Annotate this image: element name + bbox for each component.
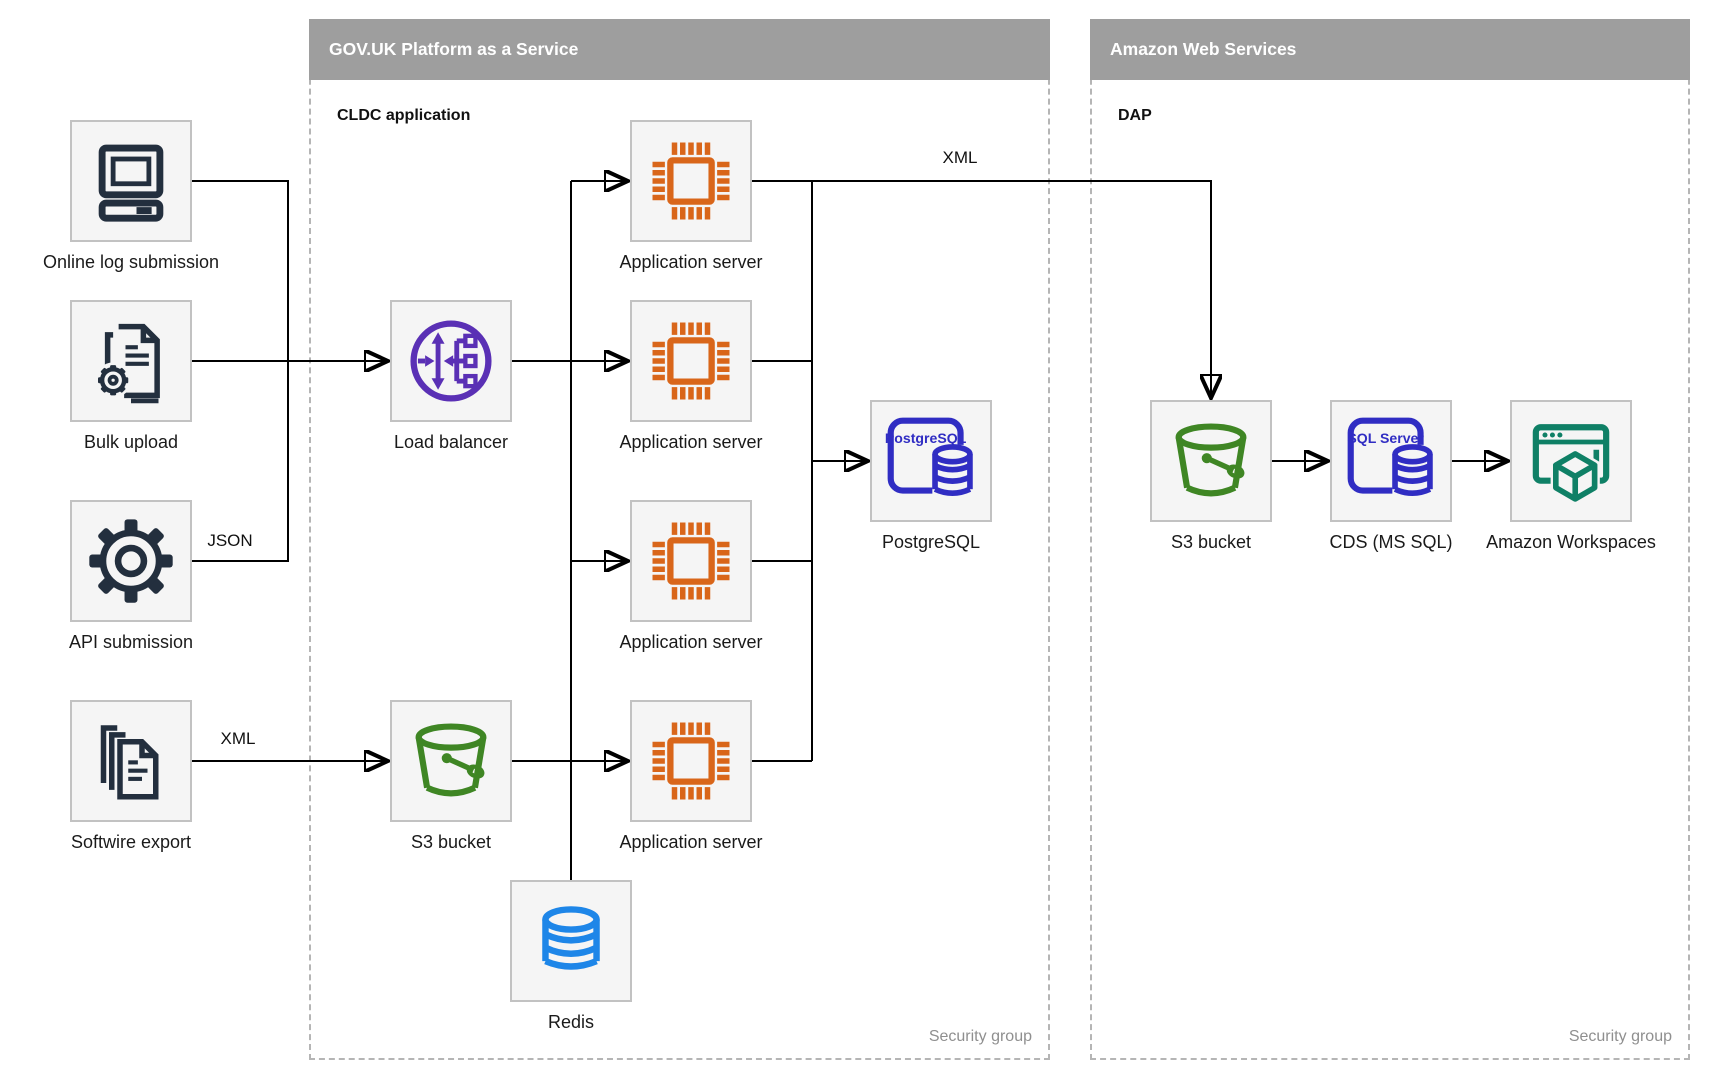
chip-icon <box>652 522 730 600</box>
node-label: Online log submission <box>42 252 220 272</box>
node-label: API submission <box>68 632 194 652</box>
edge-label-json: JSON <box>207 531 253 550</box>
postgresql-icon: PostgreSQL <box>885 417 976 502</box>
node-load-balancer: Load balancer <box>390 300 512 452</box>
govuk-security-group-label: Security group <box>928 1028 1032 1045</box>
node-application-server-4: Application server <box>619 700 763 852</box>
node-label: S3 bucket <box>410 832 492 852</box>
node-label: PostgreSQL <box>881 532 981 552</box>
softwire-export-box <box>70 700 192 822</box>
govuk-header-bar: GOV.UK Platform as a Service <box>309 19 1050 80</box>
redis-box <box>510 880 632 1002</box>
s3-paas-box <box>390 700 512 822</box>
node-bulk-upload: Bulk upload <box>70 300 192 452</box>
bucket-icon <box>415 723 487 797</box>
app-server-box <box>630 300 752 422</box>
node-s3-bucket-aws: S3 bucket <box>1150 400 1272 552</box>
aws-header-bar: Amazon Web Services <box>1090 19 1690 80</box>
chip-icon <box>652 322 730 400</box>
node-label: Application server <box>619 252 763 272</box>
cldc-application-label: CLDC application <box>337 107 471 124</box>
document-gear-icon <box>95 323 160 404</box>
edge-label-xml-aws: XML <box>942 148 978 167</box>
node-postgresql: PostgreSQL PostgreSQL <box>870 400 992 552</box>
sql-server-icon-text: SQL Server <box>1347 430 1424 446</box>
node-application-server-3: Application server <box>619 500 763 652</box>
gear-icon <box>89 519 173 603</box>
govuk-title: GOV.UK Platform as a Service <box>329 39 579 59</box>
node-softwire-export: Softwire export <box>70 700 192 852</box>
app-server-box <box>630 500 752 622</box>
aws-security-group-label: Security group <box>1568 1028 1672 1045</box>
sql-server-icon: SQL Server <box>1347 417 1436 502</box>
node-redis: Redis <box>510 880 632 1032</box>
monitor-icon <box>98 144 164 222</box>
workspaces-box <box>1510 400 1632 522</box>
load-balancer-box <box>390 300 512 422</box>
node-application-server-2: Application server <box>619 300 763 452</box>
node-label: Bulk upload <box>83 432 179 452</box>
app-server-box <box>630 120 752 242</box>
load-balancer-icon <box>410 320 492 402</box>
bucket-icon <box>1175 423 1247 497</box>
node-api-submission: API submission <box>69 500 193 652</box>
node-label: S3 bucket <box>1170 532 1252 552</box>
node-label: Application server <box>619 432 763 452</box>
workspaces-icon <box>1532 424 1610 506</box>
edge-label-xml-softwire: XML <box>220 729 256 748</box>
node-label: Load balancer <box>393 432 509 452</box>
cds-box: SQL Server <box>1330 400 1452 522</box>
node-label: CDS (MS SQL) <box>1329 532 1453 552</box>
container-govuk-paas: GOV.UK Platform as a Service CLDC applic… <box>309 19 1050 1060</box>
documents-icon <box>100 725 159 800</box>
node-cds-ms-sql: SQL Server CDS (MS SQL) <box>1329 400 1453 552</box>
edge-sources-junction <box>192 180 289 562</box>
chip-icon <box>652 142 730 220</box>
node-label: Application server <box>619 832 763 852</box>
postgresql-icon-text: PostgreSQL <box>885 430 967 446</box>
online-log-box <box>70 120 192 242</box>
aws-title: Amazon Web Services <box>1110 39 1297 59</box>
chip-icon <box>652 722 730 800</box>
s3-aws-box <box>1150 400 1272 522</box>
redis-database-icon <box>542 906 600 970</box>
node-online-log-submission: Online log submission <box>43 120 219 272</box>
node-application-server-1: Application server <box>619 120 763 272</box>
api-submission-box <box>70 500 192 622</box>
node-label: Redis <box>547 1012 595 1032</box>
container-aws: Amazon Web Services DAP Security group <box>1090 19 1690 1060</box>
node-s3-bucket-paas: S3 bucket <box>390 700 512 852</box>
node-label: Amazon Workspaces <box>1486 532 1656 552</box>
postgresql-box: PostgreSQL <box>870 400 992 522</box>
node-amazon-workspaces: Amazon Workspaces <box>1486 400 1656 552</box>
app-server-box <box>630 700 752 822</box>
dap-label: DAP <box>1118 107 1152 124</box>
node-label: Softwire export <box>70 832 192 852</box>
bulk-upload-box <box>70 300 192 422</box>
node-label: Application server <box>619 632 763 652</box>
